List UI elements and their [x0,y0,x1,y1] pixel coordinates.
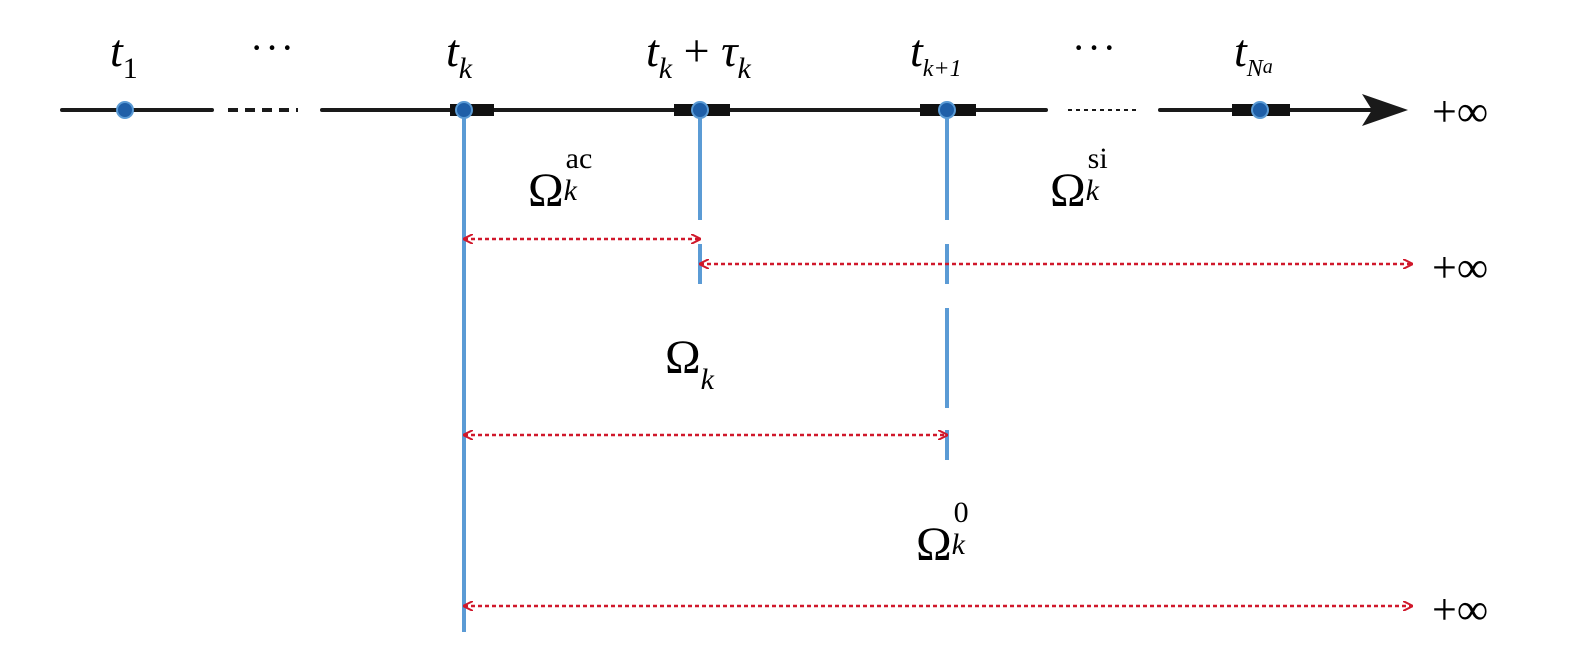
omega-ac-sup: ac [565,142,593,175]
omega-0-sub: k [951,528,965,561]
point-tk [455,101,473,119]
point-tk1 [938,101,956,119]
label-tna-base: t [1234,25,1247,76]
axis-arrowhead [1362,94,1408,126]
omega-k-symbol: Ω [665,331,701,384]
label-tk-tau: tk + τk [646,25,751,84]
interval-arrows [464,239,1412,606]
label-tk-tau-sub: k [658,52,673,85]
dots-left: ··· [250,25,296,70]
label-tk: tk [446,25,472,84]
axis-infinity: +∞ [1432,87,1489,136]
dots-right: ··· [1072,25,1118,70]
interval-infinity-1: +∞ [1432,243,1489,292]
omega-si-sup: si [1087,142,1108,175]
label-tk-sub: k [458,52,473,85]
label-tk1-base: t [910,25,923,76]
omega-0-sup: 0 [953,496,969,529]
label-tk-tau-base: t [646,25,659,76]
omega-si-sub: k [1085,174,1099,207]
point-tk-tau [691,101,709,119]
label-tau-sub: k [737,52,751,85]
label-t1: t1 [110,25,138,84]
point-t1 [116,101,134,119]
label-tna-sub: N [1246,56,1263,82]
point-tna [1251,101,1269,119]
label-tna: tNa [1234,25,1273,82]
label-t1-sub: 1 [122,52,138,85]
omega-k-sub: k [700,363,714,396]
label-tk-tau-op: + [672,25,722,76]
label-tk1: tk+1 [910,25,962,82]
omega-ac-sub: k [563,174,577,207]
label-tau-symbol: τ [721,25,738,76]
label-tk-base: t [446,25,459,76]
omega-si-symbol: Ω [1050,164,1086,217]
label-tna-subsub: a [1262,56,1273,78]
omega-0-symbol: Ω [916,518,952,571]
time-points [116,101,1269,119]
set-omega-k: Ωk [665,331,714,395]
omega-ac-symbol: Ω [528,164,564,217]
interval-infinity-2: +∞ [1432,585,1489,634]
vertical-markers [462,110,949,632]
label-t1-base: t [110,25,123,76]
label-tk1-sub: k+1 [922,56,962,82]
